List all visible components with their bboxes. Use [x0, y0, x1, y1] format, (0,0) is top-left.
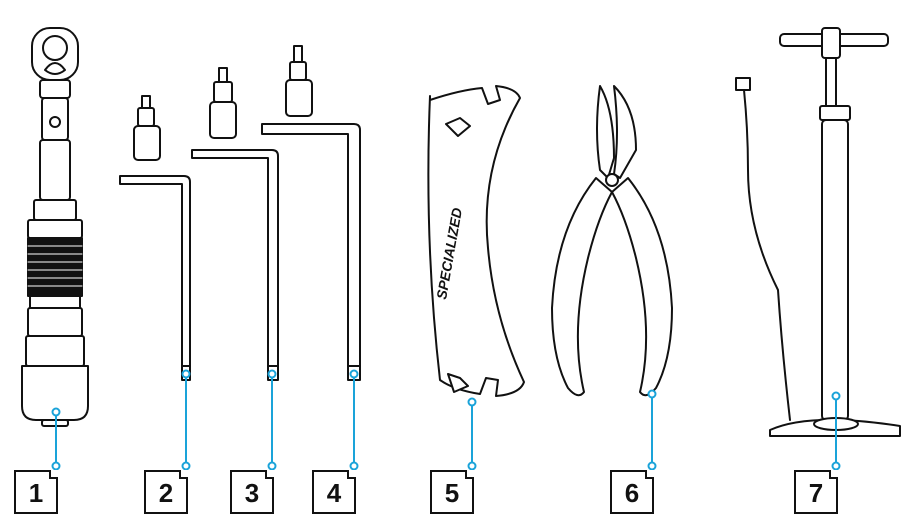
callout-number: 5	[444, 478, 460, 508]
callout-number: 3	[244, 478, 260, 508]
hex-key-medium-icon	[191, 67, 279, 381]
leader-dot-4-end	[349, 461, 359, 471]
callout-7: 7	[794, 470, 838, 514]
leader-dot-1-end	[51, 461, 61, 471]
floor-pump-icon	[735, 27, 901, 437]
callout-3: 3	[230, 470, 274, 514]
callout-number: 1	[28, 478, 44, 508]
callout-6: 6	[610, 470, 654, 514]
callout-number: 7	[808, 478, 824, 508]
leader-dot-3-end	[267, 461, 277, 471]
callout-number: 6	[624, 478, 640, 508]
hex-key-small-icon	[119, 95, 191, 381]
leader-dot-2	[181, 369, 191, 379]
hex-key-large-icon	[261, 45, 361, 381]
leader-dot-2-end	[181, 461, 191, 471]
leader-dot-4	[349, 369, 359, 379]
callout-5: 5	[430, 470, 474, 514]
leader-dot-6	[647, 389, 657, 399]
torque-wrench-icon	[21, 27, 89, 427]
callout-2: 2	[144, 470, 188, 514]
leader-lines	[51, 369, 841, 471]
side-cutters-icon	[551, 85, 673, 397]
leader-dot-5-end	[467, 461, 477, 471]
callout-4: 4	[312, 470, 356, 514]
leader-dot-6-end	[647, 461, 657, 471]
callout-number: 2	[158, 478, 174, 508]
callout-1: 1	[14, 470, 58, 514]
leader-dot-3	[267, 369, 277, 379]
leader-dot-7	[831, 391, 841, 401]
leader-dot-1	[51, 407, 61, 417]
spoke-wrench-icon: SPECIALIZED	[427, 85, 525, 397]
callout-number: 4	[326, 478, 342, 508]
leader-dot-5	[467, 397, 477, 407]
leader-dot-7-end	[831, 461, 841, 471]
